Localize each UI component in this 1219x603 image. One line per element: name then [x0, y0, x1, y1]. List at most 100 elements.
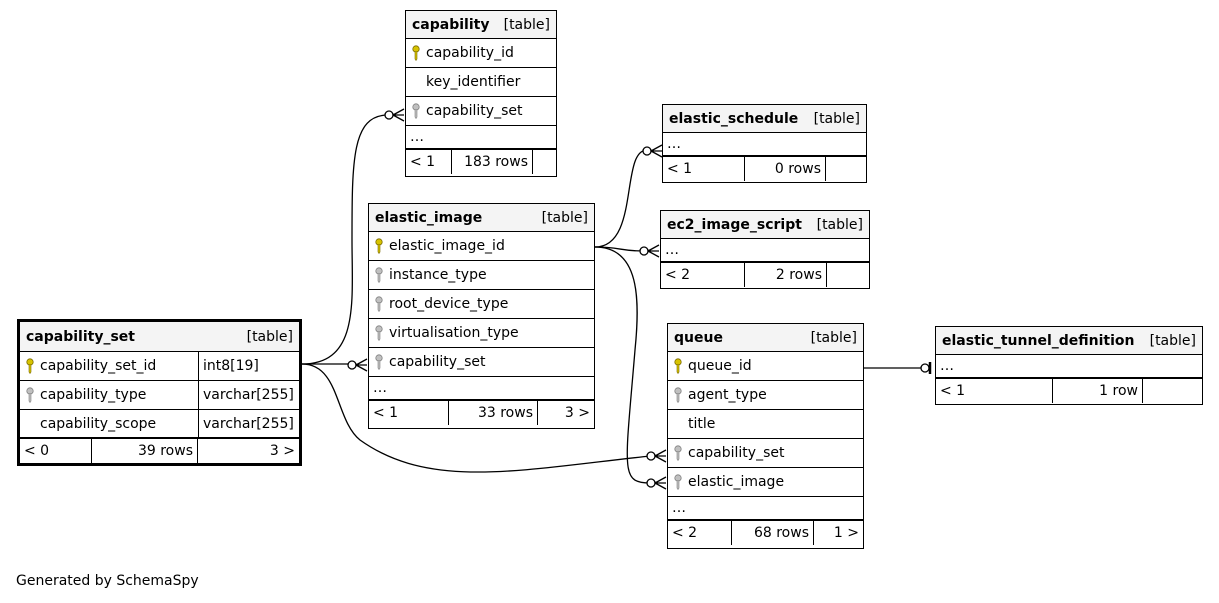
table-kind: [table] — [810, 329, 857, 346]
parents-count[interactable]: < 1 — [663, 157, 745, 181]
children-count[interactable] — [533, 150, 556, 174]
column-row[interactable]: capability_scope varchar[255] — [20, 410, 299, 439]
table-kind: [table] — [1149, 332, 1196, 349]
table-elastic-tunnel-definition[interactable]: elastic_tunnel_definition [table] … < 1 … — [935, 326, 1203, 405]
column-row[interactable]: capability_id — [406, 39, 556, 68]
primary-key-icon — [406, 45, 426, 61]
column-row[interactable]: virtualisation_type — [369, 319, 594, 348]
table-name: queue — [674, 329, 723, 346]
more-columns[interactable]: … — [936, 355, 1202, 379]
column-name: capability_set_id — [40, 358, 157, 374]
table-queue[interactable]: queue [table] queue_id agent_type title … — [667, 323, 864, 549]
column-type: varchar[255] — [198, 410, 294, 437]
table-footer: < 1 183 rows — [406, 150, 556, 174]
column-name: capability_id — [426, 45, 514, 61]
generated-by-credit: Generated by SchemaSpy — [16, 573, 199, 589]
table-footer: < 1 1 row — [936, 379, 1202, 403]
row-count: 183 rows — [452, 150, 533, 174]
row-count: 1 row — [1053, 379, 1143, 403]
table-header[interactable]: ec2_image_script [table] — [661, 211, 869, 239]
table-footer: < 0 39 rows 3 > — [20, 439, 299, 463]
table-name: capability_set — [26, 328, 135, 345]
foreign-key-icon — [406, 103, 426, 119]
column-name: capability_scope — [40, 415, 157, 432]
table-footer: < 1 0 rows — [663, 157, 866, 181]
parents-count[interactable]: < 1 — [936, 379, 1053, 403]
table-header[interactable]: elastic_image [table] — [369, 204, 594, 232]
column-row[interactable]: elastic_image_id — [369, 232, 594, 261]
column-row[interactable]: queue_id — [668, 352, 863, 381]
table-name: capability — [412, 16, 490, 33]
children-count[interactable]: 3 > — [564, 405, 590, 421]
table-footer: < 2 2 rows — [661, 263, 869, 287]
column-row[interactable]: title — [668, 410, 863, 439]
column-row[interactable]: elastic_image — [668, 468, 863, 497]
parents-count[interactable]: < 2 — [661, 263, 745, 287]
table-header[interactable]: queue [table] — [668, 324, 863, 352]
more-columns[interactable]: … — [661, 239, 869, 263]
table-kind: [table] — [503, 16, 550, 33]
primary-key-icon — [668, 358, 688, 374]
children-count[interactable]: 1 > — [833, 525, 859, 541]
row-count: 2 rows — [745, 263, 827, 287]
more-columns[interactable]: … — [369, 377, 594, 401]
table-name: elastic_schedule — [669, 110, 799, 127]
table-header[interactable]: capability_set [table] — [20, 322, 299, 352]
column-name: capability_set — [688, 445, 785, 461]
column-name: queue_id — [688, 358, 752, 374]
foreign-key-icon — [668, 474, 688, 490]
table-name: elastic_image — [375, 209, 483, 226]
column-row[interactable]: instance_type — [369, 261, 594, 290]
column-row[interactable]: capability_set_id int8[19] — [20, 352, 299, 381]
table-elastic-image[interactable]: elastic_image [table] elastic_image_id i… — [368, 203, 595, 429]
column-row[interactable]: capability_set — [369, 348, 594, 377]
children-count[interactable]: 3 > — [269, 443, 295, 459]
column-name: title — [688, 416, 716, 432]
edge-elastic-image-to-schedule — [594, 149, 648, 248]
table-name: elastic_tunnel_definition — [942, 332, 1135, 349]
table-header[interactable]: elastic_tunnel_definition [table] — [936, 327, 1202, 355]
column-row[interactable]: capability_set — [406, 97, 556, 126]
column-name: capability_type — [40, 387, 147, 403]
table-ec2-image-script[interactable]: ec2_image_script [table] … < 2 2 rows — [660, 210, 870, 289]
column-row[interactable]: agent_type — [668, 381, 863, 410]
foreign-key-icon — [20, 387, 40, 403]
table-kind: [table] — [246, 328, 293, 345]
table-footer: < 1 33 rows 3 > — [369, 401, 594, 425]
foreign-key-icon — [369, 296, 389, 312]
primary-key-icon — [20, 358, 40, 374]
more-columns[interactable]: … — [406, 126, 556, 150]
row-count: 39 rows — [92, 439, 198, 463]
foreign-key-icon — [369, 354, 389, 370]
parents-count[interactable]: < 2 — [668, 521, 732, 545]
foreign-key-icon — [668, 445, 688, 461]
column-name: agent_type — [688, 387, 767, 403]
parents-count[interactable]: < 1 — [406, 150, 452, 174]
table-capability-set[interactable]: capability_set [table] capability_set_id… — [17, 319, 302, 466]
more-columns[interactable]: … — [668, 497, 863, 521]
column-name: capability_set — [389, 354, 486, 370]
table-header[interactable]: elastic_schedule [table] — [663, 105, 866, 133]
column-name: instance_type — [389, 267, 487, 283]
children-count[interactable] — [826, 157, 866, 181]
column-row[interactable]: root_device_type — [369, 290, 594, 319]
more-columns[interactable]: … — [663, 133, 866, 157]
parents-count[interactable]: < 0 — [20, 439, 92, 463]
column-row[interactable]: capability_type varchar[255] — [20, 381, 299, 410]
column-name: root_device_type — [389, 296, 509, 312]
primary-key-icon — [369, 238, 389, 254]
column-name: elastic_image_id — [389, 238, 505, 254]
foreign-key-icon — [369, 325, 389, 341]
column-name: elastic_image — [688, 474, 785, 490]
table-capability[interactable]: capability [table] capability_id key_ide… — [405, 10, 557, 177]
column-row[interactable]: capability_set — [668, 439, 863, 468]
table-header[interactable]: capability [table] — [406, 11, 556, 39]
edge-elastic-image-to-script — [594, 246, 644, 252]
column-name: virtualisation_type — [389, 325, 519, 341]
table-elastic-schedule[interactable]: elastic_schedule [table] … < 1 0 rows — [662, 104, 867, 183]
children-count[interactable] — [1143, 379, 1202, 403]
children-count[interactable] — [827, 263, 869, 287]
column-row[interactable]: key_identifier — [406, 68, 556, 97]
parents-count[interactable]: < 1 — [369, 401, 449, 425]
